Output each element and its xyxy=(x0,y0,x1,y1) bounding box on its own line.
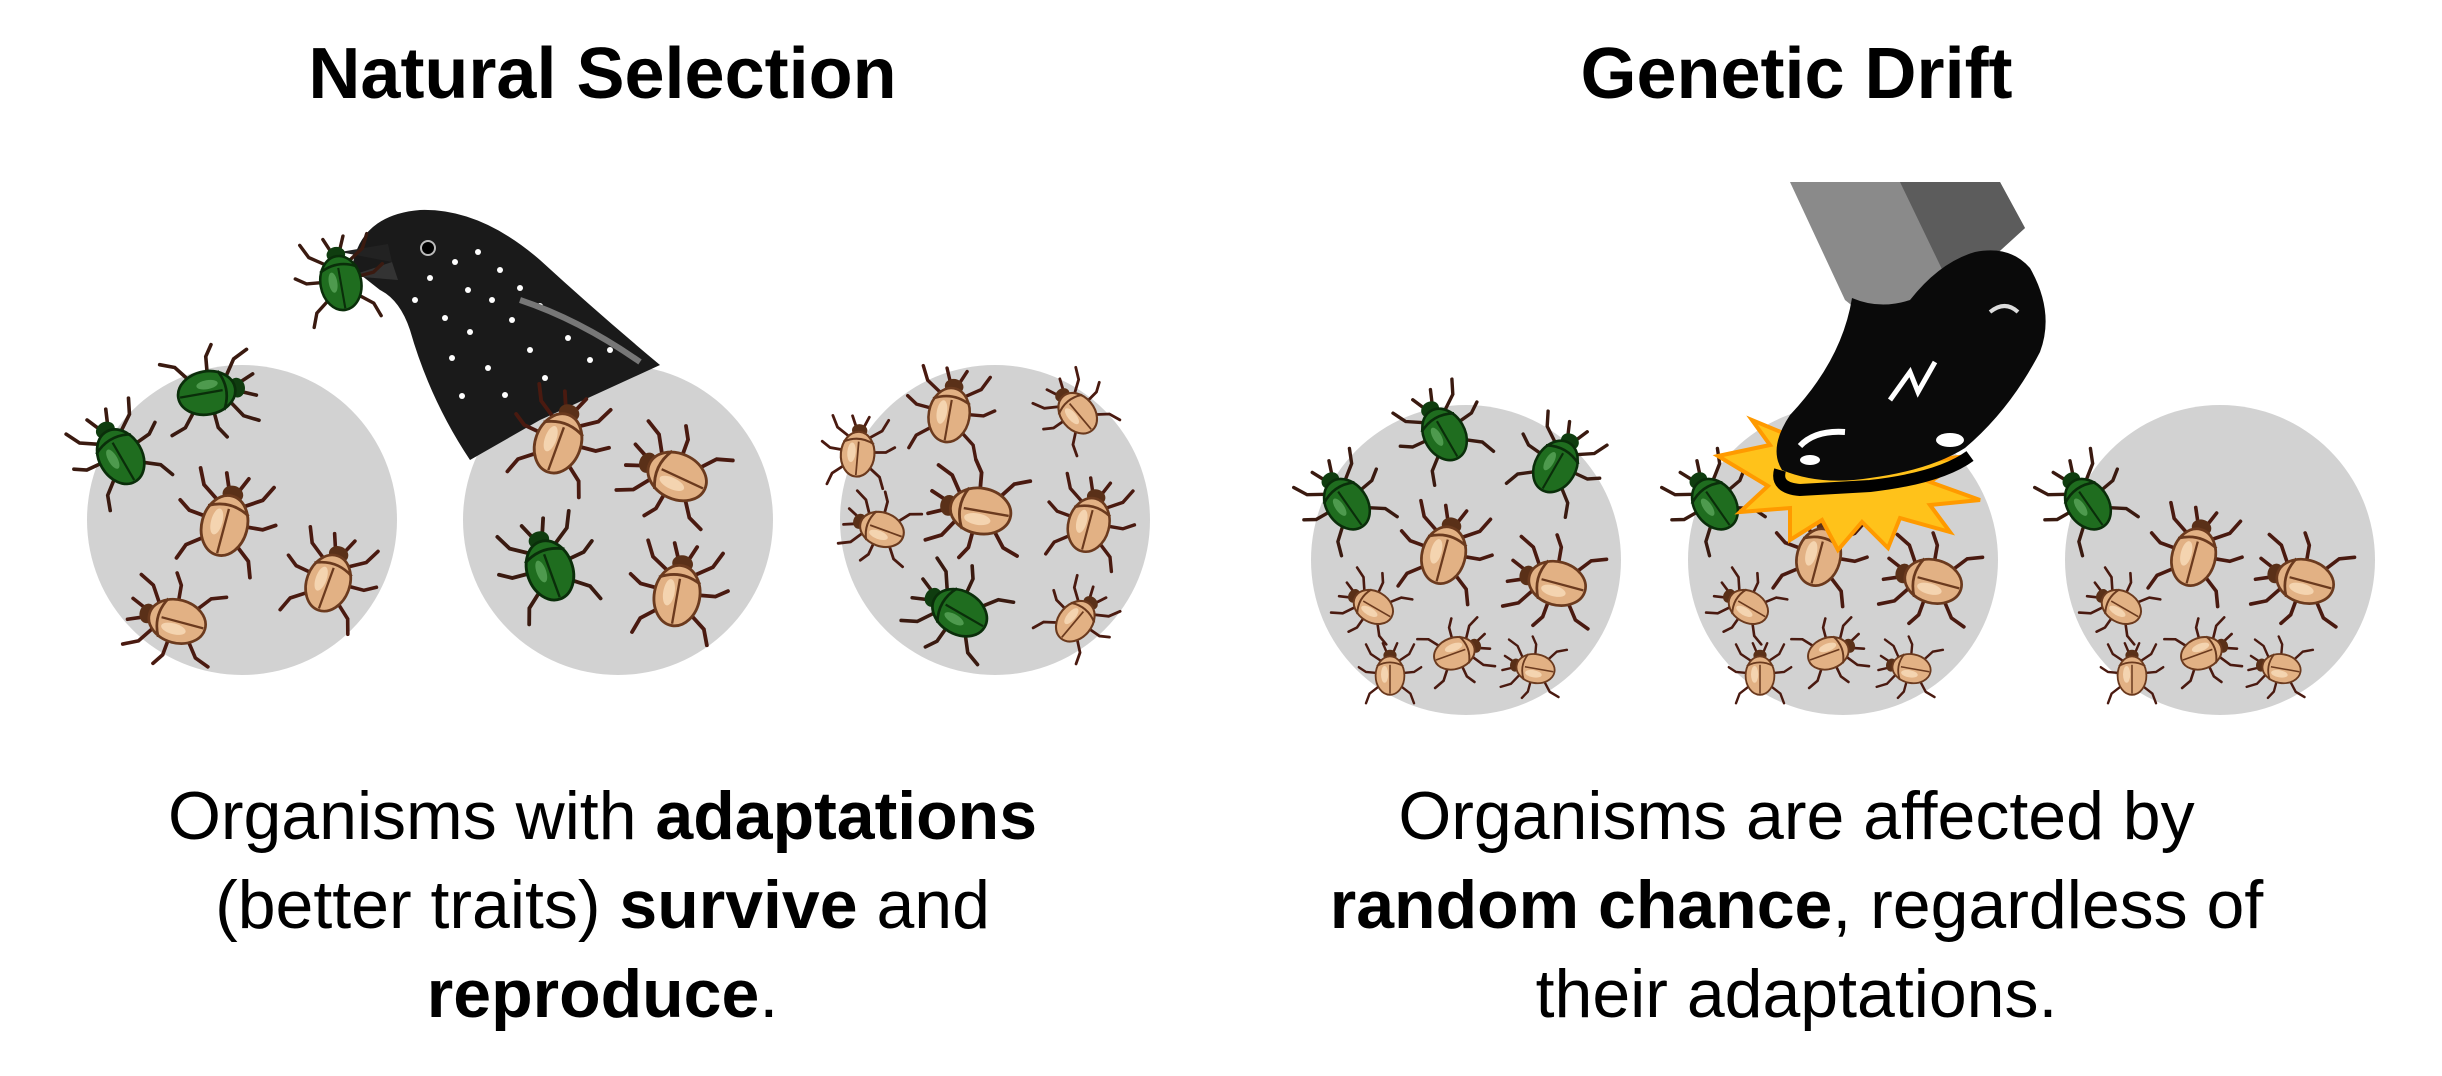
natural-selection-title: Natural Selection xyxy=(308,34,897,114)
caption-line: random chance, regardless of xyxy=(1186,861,2407,950)
genetic-drift-caption: Organisms are affected by random chance,… xyxy=(1186,772,2407,1039)
caption-text: Organisms are affected by xyxy=(1398,778,2195,854)
caption-text: their adaptations. xyxy=(1535,956,2058,1032)
bird-icon xyxy=(340,209,660,460)
natural-selection-caption: Organisms with adaptations (better trait… xyxy=(0,772,1213,1039)
genetic-drift-title: Genetic Drift xyxy=(1580,34,2013,114)
caption-bold-text: random chance xyxy=(1329,867,1833,943)
caption-bold-text: reproduce xyxy=(426,956,760,1032)
genetic-drift-panel: Genetic Drift Organisms are affected by … xyxy=(1221,0,2442,1076)
boot-icon xyxy=(1773,182,2046,497)
caption-bold-text: survive xyxy=(619,867,858,943)
caption-text: , regardless of xyxy=(1832,867,2264,943)
natural-selection-panel: Natural Selection Organisms with adaptat… xyxy=(0,34,1213,1039)
caption-line: (better traits) survive and xyxy=(0,861,1213,950)
caption-bold-text: adaptations xyxy=(655,778,1038,854)
caption-line: reproduce. xyxy=(0,950,1213,1039)
caption-text: and xyxy=(857,867,990,943)
caption-text: . xyxy=(759,956,779,1032)
caption-line: Organisms with adaptations xyxy=(0,772,1213,861)
caption-text: (better traits) xyxy=(215,867,620,943)
caption-line: their adaptations. xyxy=(1186,950,2407,1039)
caption-text: Organisms with xyxy=(167,778,656,854)
caption-line: Organisms are affected by xyxy=(1186,772,2407,861)
